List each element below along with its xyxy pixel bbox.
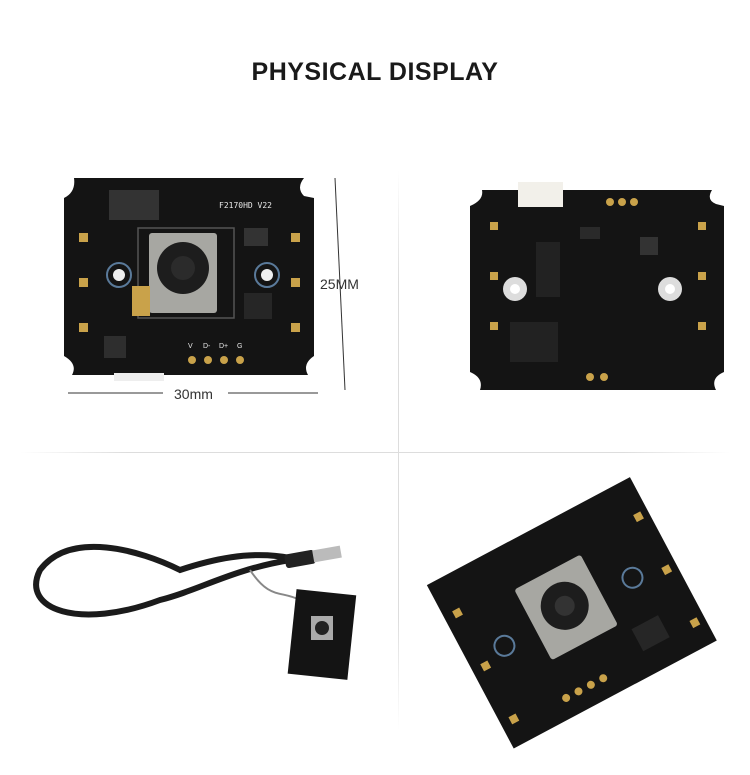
camera-board-front: F2170HD V22 V D- D+ G bbox=[64, 178, 314, 381]
width-dimension-line bbox=[68, 392, 318, 394]
page-title: PHYSICAL DISPLAY bbox=[251, 58, 499, 86]
quadrant-divider-horizontal bbox=[20, 452, 730, 453]
pin-label: V bbox=[188, 343, 193, 350]
board-model-text: F2170HD V22 bbox=[219, 201, 272, 210]
camera-board-angled bbox=[426, 477, 717, 749]
height-dimension-line bbox=[334, 177, 346, 391]
pin-label: D- bbox=[203, 343, 211, 350]
pin-label: D+ bbox=[219, 343, 228, 350]
pin-label: G bbox=[237, 343, 242, 350]
usb-cable-with-board bbox=[33, 544, 357, 680]
camera-board-back bbox=[470, 182, 724, 390]
width-dimension-label: 30mm bbox=[174, 386, 213, 402]
quadrant-divider-vertical bbox=[398, 170, 399, 730]
height-dimension-label: 25MM bbox=[320, 276, 359, 292]
